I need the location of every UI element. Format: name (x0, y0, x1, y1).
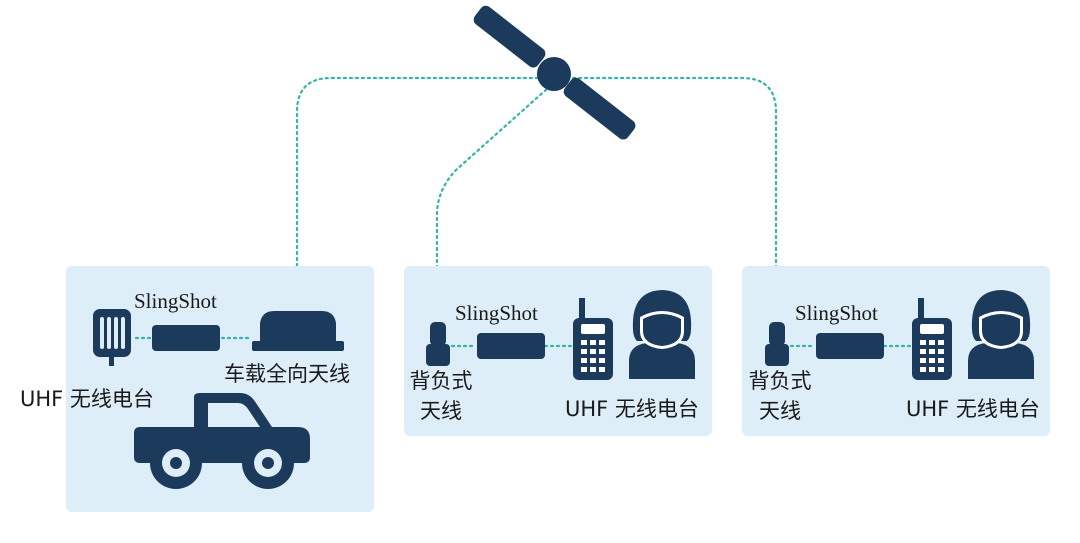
vehicle-antenna-label: 车载全向天线 (224, 362, 350, 386)
soldier-icon (629, 290, 695, 379)
manpack-2-device-links (789, 344, 913, 348)
manpack-antenna-icon (426, 322, 450, 366)
link-to-manpack-2 (570, 76, 778, 324)
walkie-talkie-icon (912, 298, 952, 380)
pickup-truck-icon (134, 393, 310, 489)
manpack-2-radio-label: UHF 无线电台 (906, 397, 1040, 421)
slingshot-device-icon (477, 333, 545, 359)
vehicle-device-links (134, 336, 254, 340)
link-to-vehicle (295, 76, 542, 268)
manpack-1-antenna-label: 背负式 天线 (409, 369, 473, 423)
vehicle-radio-label: UHF 无线电台 (20, 387, 154, 411)
vehicle-panel (66, 266, 374, 512)
satellite-icon (473, 5, 636, 140)
manpack-1-device-links (450, 344, 574, 348)
manpack-2-antenna-label: 背负式 天线 (748, 369, 812, 423)
slingshot-device-icon (816, 333, 884, 359)
link-to-manpack-1 (435, 86, 550, 324)
vehicle-slingshot-label: SlingShot (134, 289, 217, 313)
manpack-1-slingshot-label: SlingShot (455, 301, 538, 325)
manpack-antenna-icon (765, 322, 789, 366)
manpack-1-radio-label: UHF 无线电台 (565, 397, 699, 421)
handheld-radio-icon (93, 309, 131, 366)
manpack-2-slingshot-label: SlingShot (795, 301, 878, 325)
slingshot-device-icon (152, 325, 220, 351)
vehicle-antenna-icon (252, 311, 344, 351)
walkie-talkie-icon (573, 298, 613, 380)
soldier-icon (968, 290, 1034, 379)
